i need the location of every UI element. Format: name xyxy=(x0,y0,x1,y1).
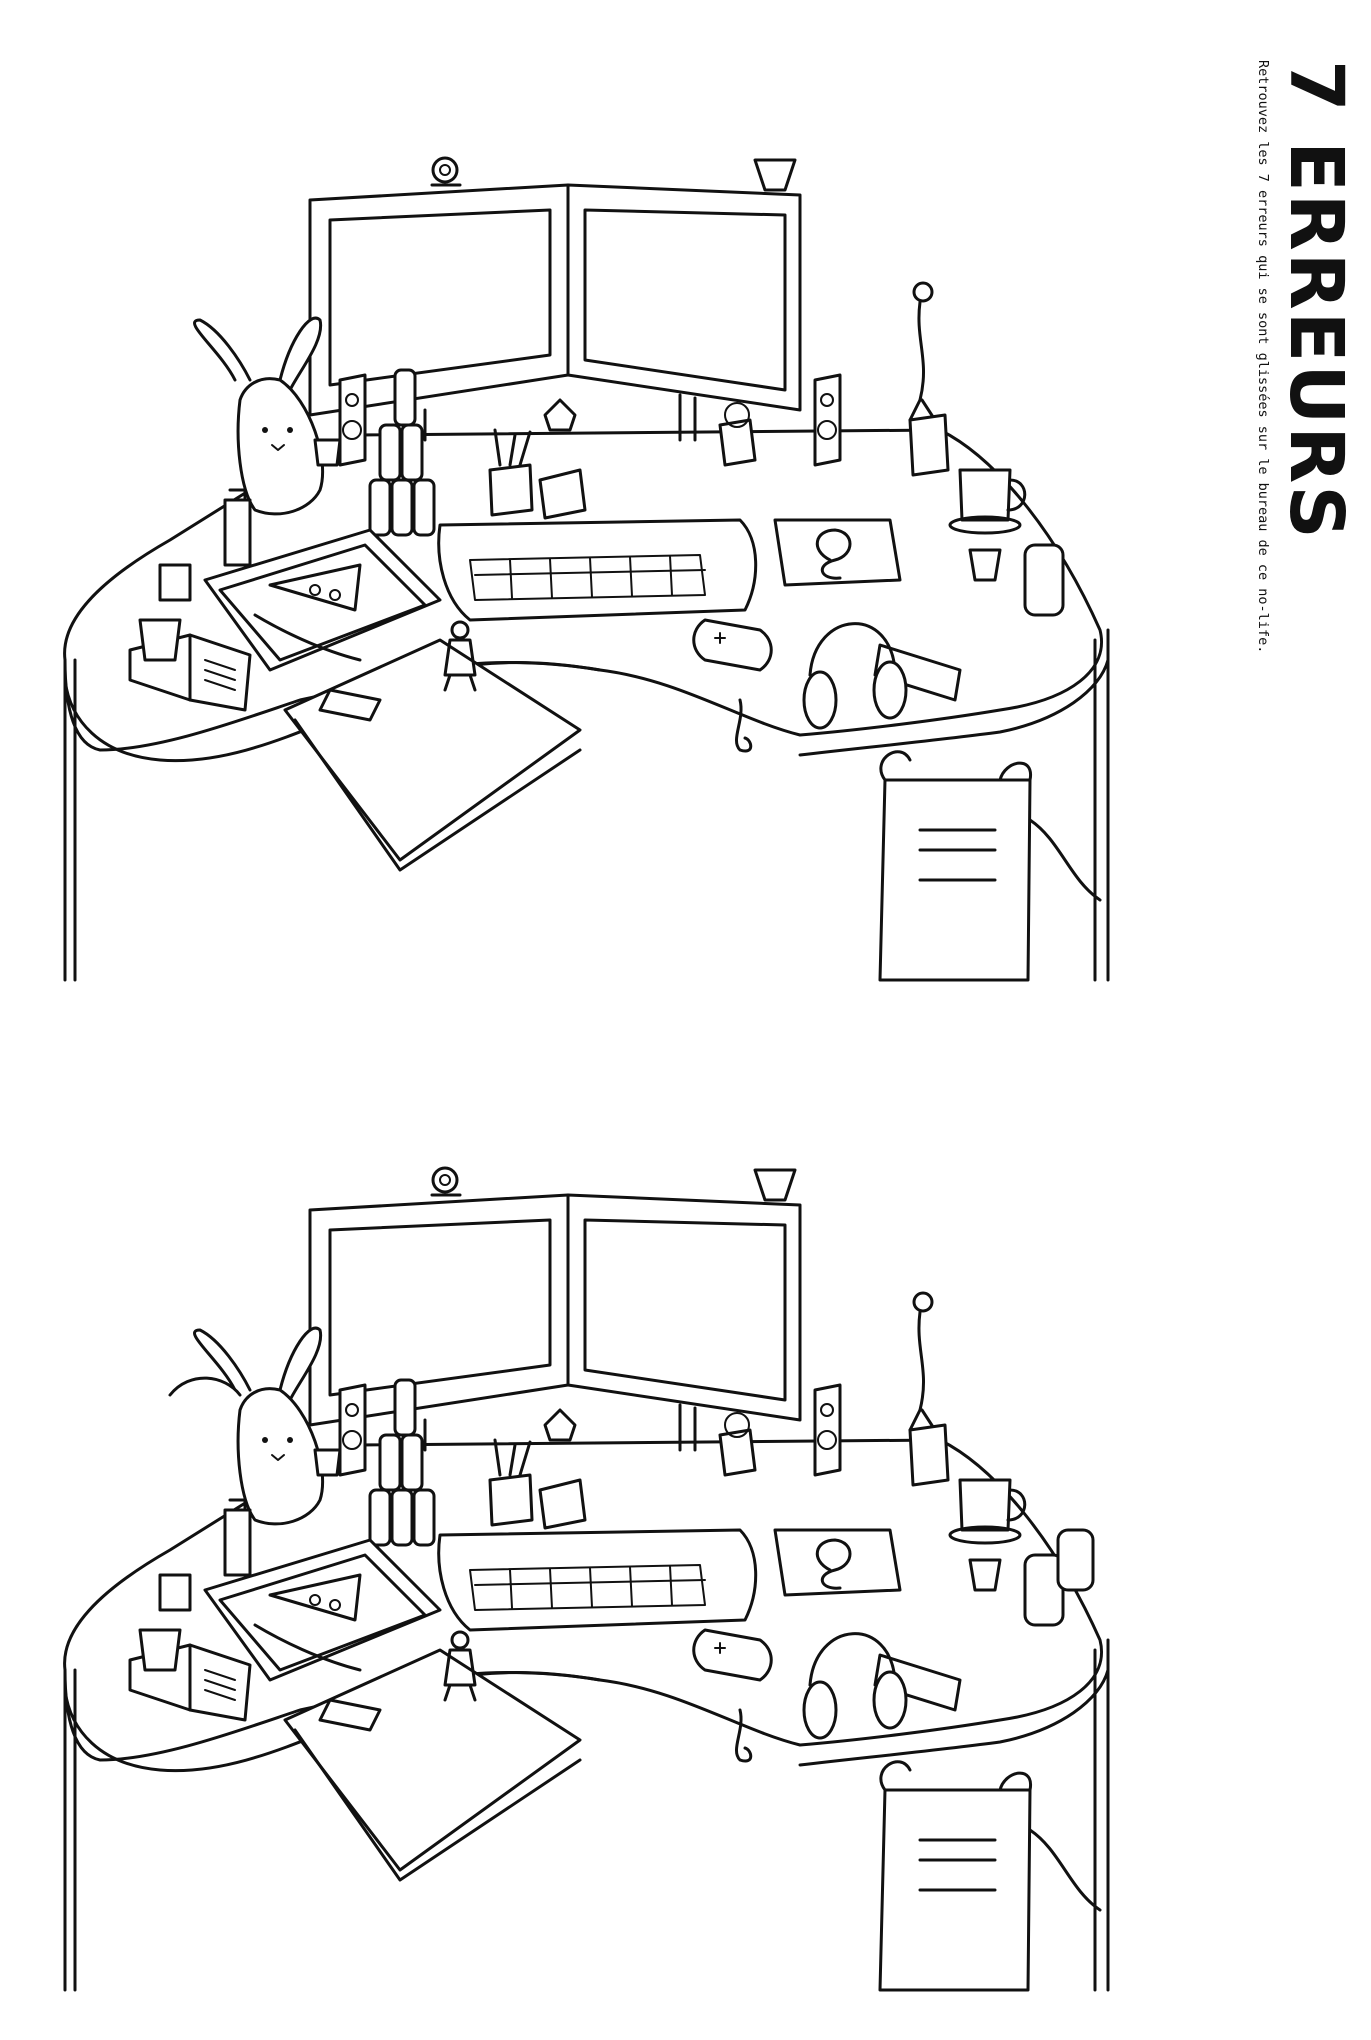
puzzle-instruction: Retrouvez les 7 erreurs qui se sont glis… xyxy=(1255,60,1271,654)
title-block: 7 ERREURS Retrouvez les 7 erreurs qui se… xyxy=(1245,60,1359,740)
computer-tower-icon xyxy=(880,752,1100,980)
drawing-panel-modified[interactable] xyxy=(40,1030,1140,1992)
drawing-panel-original[interactable] xyxy=(40,20,1140,980)
mug-icon xyxy=(950,470,1025,533)
figurine-icon xyxy=(910,283,948,475)
keyboard-icon xyxy=(439,520,756,620)
game-controller-icon xyxy=(694,620,960,700)
puzzle-title: 7 ERREURS xyxy=(1273,60,1359,541)
headphones-icon xyxy=(804,624,906,728)
pizza-icon xyxy=(205,530,440,670)
speaker-icon xyxy=(340,375,840,465)
figurine-icon xyxy=(445,622,475,690)
phone-icon xyxy=(320,690,380,720)
rabbit-icon xyxy=(195,318,323,514)
desk-drawing-original xyxy=(40,20,1140,980)
can-icon xyxy=(370,370,1063,615)
monitor-icon xyxy=(310,185,800,440)
difference-rabbit-ear xyxy=(170,1378,240,1395)
difference-extra-can xyxy=(1058,1530,1093,1590)
desk-drawing-modified xyxy=(63,1166,1110,1992)
webcam-icon xyxy=(432,158,460,185)
